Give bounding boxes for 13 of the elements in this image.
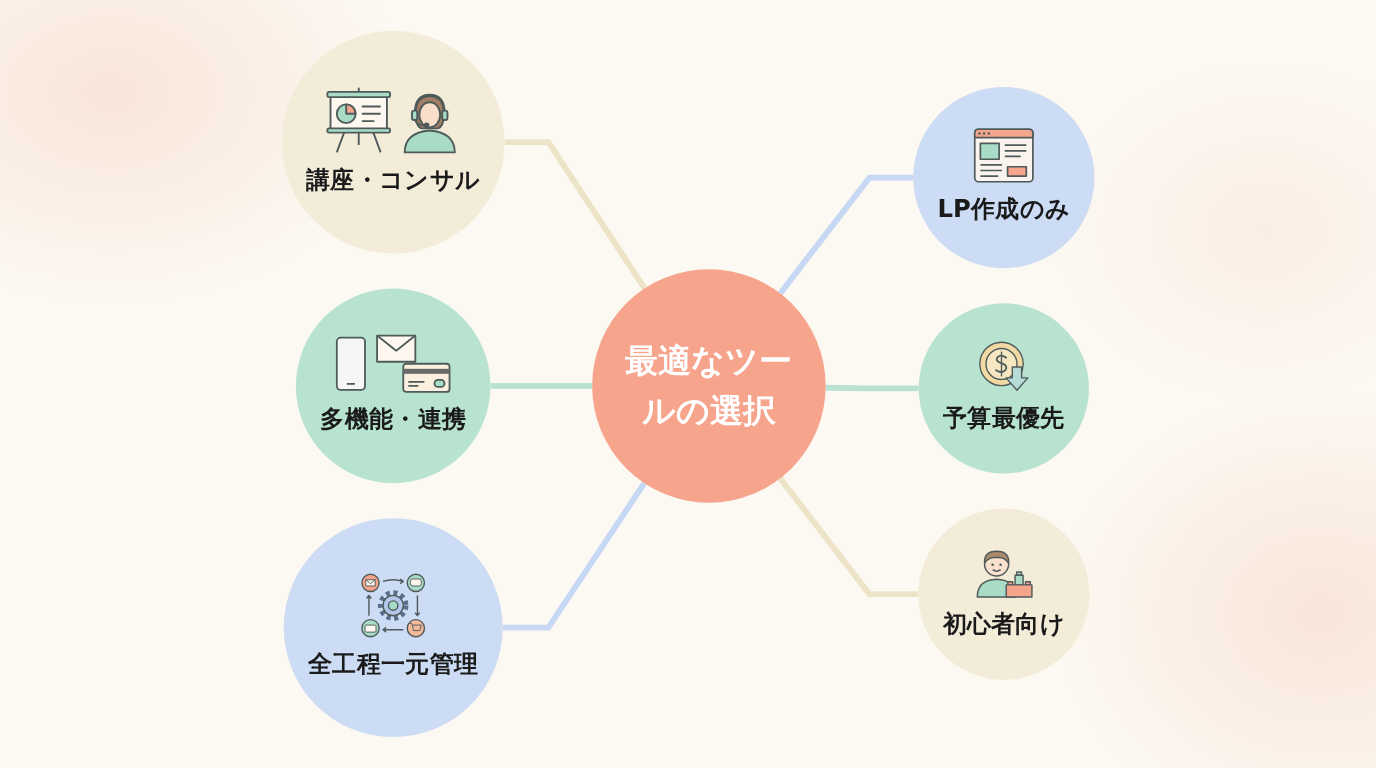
connector xyxy=(825,384,919,392)
connector xyxy=(490,383,593,389)
connector xyxy=(502,481,647,631)
node-circle: 全工程一元管理 xyxy=(283,518,503,738)
node-circle: 講座・コンサル xyxy=(281,30,505,254)
node-circle: 多機能・連携 xyxy=(295,288,491,484)
node-circle: 初心者向け xyxy=(918,508,1090,680)
connector xyxy=(777,476,919,598)
connector xyxy=(504,139,647,291)
node-circle: 最適なツールの選択 xyxy=(592,269,826,503)
node-circle: 予算最優先 xyxy=(918,303,1089,474)
node-circle: LP作成のみ xyxy=(913,87,1095,269)
connector xyxy=(777,174,914,296)
